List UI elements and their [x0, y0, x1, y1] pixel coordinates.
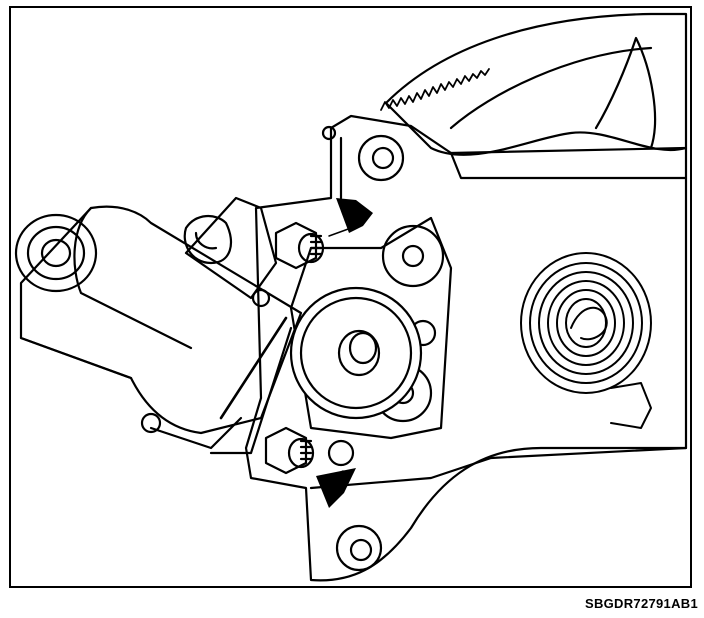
- sector-gear-teeth: [380, 68, 490, 111]
- lower-nut: [264, 426, 355, 475]
- callout-arrow-icon: [316, 468, 356, 508]
- upper-mount-bolt: [321, 125, 405, 182]
- window-regulator-drawing: [14, 12, 688, 582]
- figure-code: SBGDR72791AB1: [584, 596, 698, 611]
- spiral-spring: [520, 252, 652, 429]
- sector-inner-curve: [449, 46, 653, 130]
- illustration-frame: [9, 6, 692, 588]
- plate-fold-line: [449, 151, 688, 180]
- callout-arrow-icon: [336, 198, 373, 233]
- sector-right-slot: [594, 36, 657, 150]
- regulator-sector-arm: [384, 12, 688, 156]
- plate-edge-lower: [309, 446, 688, 490]
- window-motor: [14, 196, 303, 455]
- mounting-plate: [244, 114, 688, 582]
- drive-gear-assembly: [289, 216, 453, 440]
- upper-nut: [274, 221, 325, 270]
- lower-mount-bolt: [335, 524, 383, 572]
